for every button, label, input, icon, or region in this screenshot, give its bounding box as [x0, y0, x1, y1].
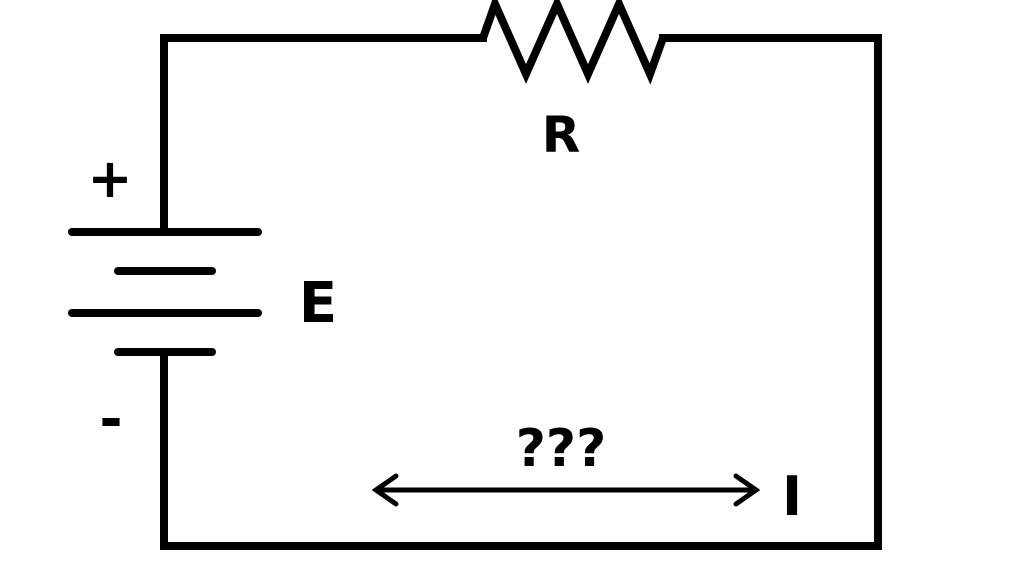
- left-top-wire: [160, 34, 487, 236]
- battery-symbol: [68, 228, 262, 356]
- current-label: I: [782, 465, 802, 528]
- source-label: E: [299, 271, 337, 336]
- positive-terminal-label: +: [87, 147, 132, 210]
- resistor-symbol: [479, 0, 667, 85]
- arrow-head-left-icon: [371, 473, 399, 507]
- negative-terminal-label: -: [99, 387, 122, 452]
- right-wire: [160, 34, 882, 550]
- double-arrow: [371, 473, 761, 507]
- arrow-head-right-icon: [733, 473, 761, 507]
- circuit-wires: [160, 34, 882, 550]
- unknown-label: ???: [516, 419, 607, 479]
- resistor-label: R: [542, 106, 581, 164]
